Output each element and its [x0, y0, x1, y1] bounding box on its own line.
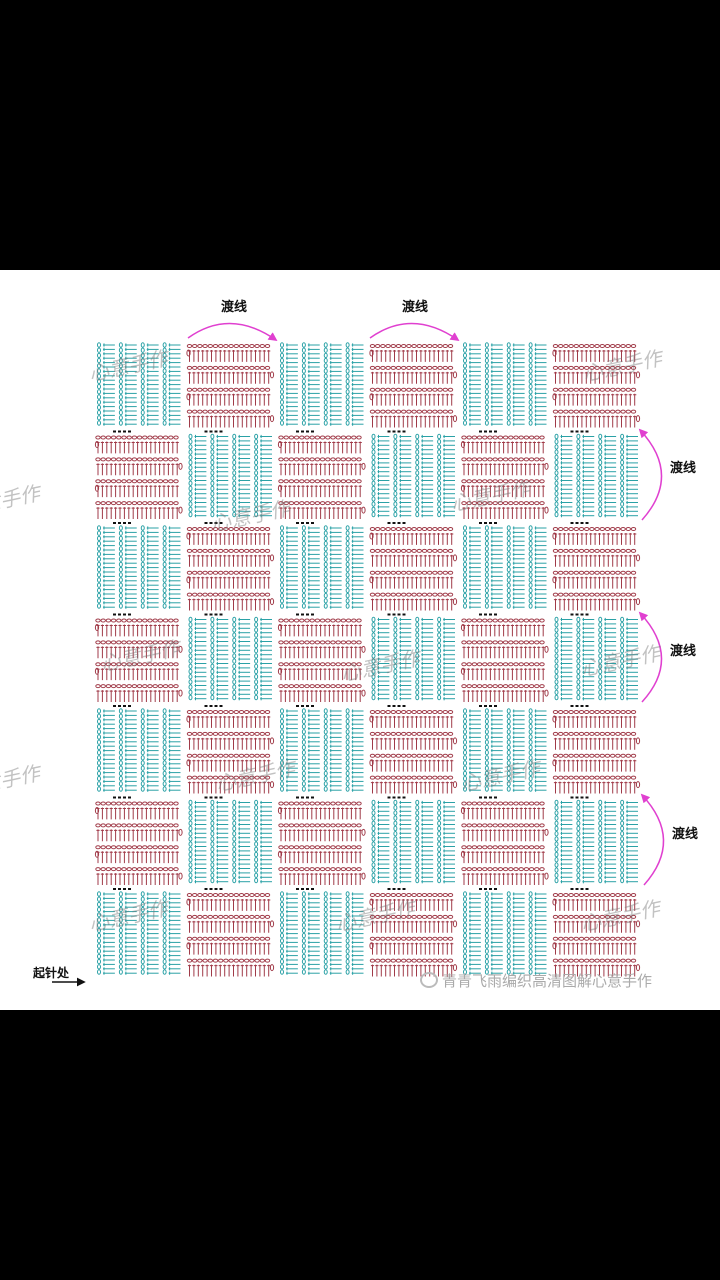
- vertical-block-3-3: [371, 616, 455, 701]
- horizontal-block-5-0: [94, 801, 183, 885]
- carry-arrow-right-1: [638, 428, 663, 521]
- horizontal-block-5-4: [460, 801, 549, 885]
- horizontal-block-3-2: [277, 618, 366, 702]
- horizontal-block-4-5: [552, 710, 641, 794]
- carry-arrow-right-3: [640, 793, 665, 886]
- horizontal-block-4-3: [369, 710, 458, 794]
- carry-label-right-1: 渡线: [670, 461, 697, 476]
- viewer-bottom-bar: [0, 1010, 720, 1280]
- horizontal-block-0-3: [369, 344, 458, 428]
- carry-arrow-top-2: [369, 322, 460, 342]
- horizontal-block-2-5: [552, 527, 641, 611]
- horizontal-block-0-1: [186, 344, 275, 428]
- vertical-block-6-2: [280, 891, 364, 975]
- horizontal-block-6-3: [369, 893, 458, 977]
- horizontal-block-5-2: [277, 801, 366, 885]
- wechat-icon: [420, 972, 438, 988]
- vertical-block-6-0: [97, 891, 181, 975]
- carry-arrow-top-1: [187, 322, 278, 342]
- carry-arrow-right-2: [638, 611, 663, 703]
- horizontal-block-6-1: [186, 893, 275, 977]
- horizontal-block-3-4: [460, 618, 549, 702]
- vertical-block-2-0: [97, 525, 181, 609]
- horizontal-block-3-0: [94, 618, 183, 702]
- horizontal-block-2-1: [186, 527, 275, 611]
- vertical-block-3-5: [554, 616, 638, 701]
- horizontal-block-1-0: [94, 435, 183, 519]
- vertical-block-2-2: [280, 525, 364, 609]
- carry-label-top-1: 渡线: [221, 300, 248, 315]
- viewer-top-bar: [0, 0, 720, 270]
- horizontal-block-1-4: [460, 435, 549, 519]
- vertical-block-0-4: [463, 342, 547, 426]
- caption: 青青飞雨编织高清图解心意手作: [420, 970, 652, 991]
- carry-label-right-3: 渡线: [672, 827, 699, 842]
- vertical-block-5-3: [371, 799, 455, 884]
- start-label: 起针处: [33, 966, 70, 980]
- vertical-block-2-4: [463, 525, 547, 609]
- vertical-block-0-0: [97, 342, 181, 426]
- horizontal-block-0-5: [552, 344, 641, 428]
- vertical-block-0-2: [280, 342, 364, 426]
- vertical-block-1-1: [188, 433, 272, 518]
- vertical-block-4-0: [97, 708, 181, 792]
- vertical-block-4-2: [280, 708, 364, 792]
- vertical-block-6-4: [463, 891, 547, 975]
- horizontal-block-2-3: [369, 527, 458, 611]
- caption-text: 青青飞雨编织高清图解心意手作: [442, 972, 653, 990]
- vertical-block-4-4: [463, 708, 547, 792]
- crochet-chart: [52, 322, 665, 987]
- horizontal-block-1-2: [277, 435, 366, 519]
- vertical-block-5-1: [188, 799, 272, 884]
- vertical-block-5-5: [554, 799, 638, 884]
- vertical-block-1-5: [554, 433, 638, 518]
- vertical-block-1-3: [371, 433, 455, 518]
- carry-label-top-2: 渡线: [402, 300, 429, 315]
- horizontal-block-4-1: [186, 710, 275, 794]
- horizontal-block-6-5: [552, 893, 641, 977]
- vertical-block-3-1: [188, 616, 272, 701]
- crochet-chart-image: 渡线 渡线 渡线 渡线 渡线 起针处 心意手作 心意手作 心意手作 心意手作 心…: [0, 270, 720, 1010]
- carry-label-right-2: 渡线: [670, 644, 697, 659]
